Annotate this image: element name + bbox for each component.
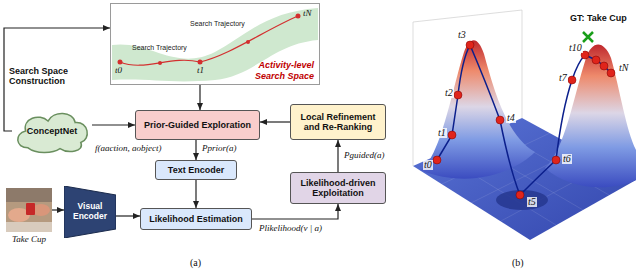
gt-mark xyxy=(583,32,593,42)
process-box: Prior-Guided Exploration xyxy=(135,110,260,140)
time-step: t5 xyxy=(527,197,537,207)
subfigure-label: (a) xyxy=(190,258,201,268)
trajectory-point xyxy=(296,14,301,19)
time-step: t0 xyxy=(423,160,433,170)
plot-point xyxy=(600,62,608,70)
process-box: Likelihood Estimation xyxy=(140,208,252,230)
plot-trajectory xyxy=(437,45,611,195)
process-box: Local Refinement and Re-Ranking xyxy=(290,104,386,140)
time-step: t10 xyxy=(568,43,583,53)
flow-arrow xyxy=(337,140,338,172)
plot-point xyxy=(568,76,576,84)
time-step: t1 xyxy=(437,128,447,138)
photo-cup xyxy=(26,203,35,215)
trajectory-point xyxy=(118,60,123,65)
time-step: t4 xyxy=(506,113,516,123)
plot-point xyxy=(607,69,615,77)
annotation: Search Trajectory xyxy=(190,20,245,27)
flow-arrow xyxy=(92,124,135,125)
box-label: Likelihood-driven Exploitation xyxy=(294,178,382,199)
box-label: Prior-Guided Exploration xyxy=(144,120,251,130)
edge-label: Pprior(a) xyxy=(201,143,238,153)
trajectory-point xyxy=(158,61,162,65)
flow-arrow xyxy=(195,180,196,208)
edge-label: Plikelihood(v | a) xyxy=(258,223,323,233)
box-label: Visual Encoder xyxy=(67,202,113,222)
edge-label: Search Space Construction xyxy=(8,66,82,87)
encoder-trapezoid: Visual Encoder xyxy=(64,186,116,238)
plot-point xyxy=(448,131,456,139)
cloud-shape xyxy=(18,113,87,152)
connector-group xyxy=(4,28,338,219)
plot-point xyxy=(592,56,600,64)
image-caption: Take Cup xyxy=(0,234,69,244)
flow-arrow xyxy=(252,204,338,219)
plot-point xyxy=(466,41,474,49)
time-step: t2 xyxy=(444,88,454,98)
plot-point xyxy=(496,116,504,124)
photo-ground xyxy=(6,188,52,232)
time-step: tN xyxy=(303,9,312,18)
time-step: t7 xyxy=(558,73,568,83)
photo-wall xyxy=(6,188,52,202)
trajectory-point xyxy=(246,40,250,44)
ground-truth-label: GT: Take Cup xyxy=(570,14,627,23)
box-label: Likelihood Estimation xyxy=(149,214,243,224)
plot-points xyxy=(433,41,615,199)
cloud-label: ConceptNet xyxy=(27,126,78,136)
photo-table xyxy=(6,222,52,232)
search-band xyxy=(112,8,318,81)
knowledge-cloud: ConceptNet xyxy=(12,108,92,154)
plot-point xyxy=(516,191,524,199)
encoder-box: Text Encoder xyxy=(155,160,237,180)
flow-arrow xyxy=(195,140,196,160)
plot-point xyxy=(454,91,462,99)
edge-label: f(aaction, aobject) xyxy=(94,143,162,153)
search-trajectory xyxy=(120,16,298,65)
time-step: tN xyxy=(618,63,629,73)
trapezoid-shape xyxy=(64,186,116,238)
annotation: Search Trajectory xyxy=(132,44,187,51)
plot-point xyxy=(552,156,560,164)
flow-arrow xyxy=(260,121,290,122)
time-step: t3 xyxy=(457,30,467,40)
plot-valley xyxy=(496,190,548,210)
flow-arrow xyxy=(199,85,200,110)
process-box: Likelihood-driven Exploitation xyxy=(290,172,386,204)
plot-peak xyxy=(545,45,636,188)
edge-label: Pguided(a) xyxy=(343,150,386,160)
flow-arrow xyxy=(116,215,140,216)
time-step: t1 xyxy=(197,66,204,75)
subfigure-label: (b) xyxy=(512,258,524,268)
box-label: Text Encoder xyxy=(168,165,224,175)
flow-arrow xyxy=(52,209,64,210)
input-image: Take Cup xyxy=(6,188,52,232)
time-step: t0 xyxy=(115,66,122,75)
box-label: Local Refinement and Re-Ranking xyxy=(294,112,382,133)
region-title: Activity-level Search Space xyxy=(234,60,314,81)
time-step: t6 xyxy=(562,154,572,164)
trajectory-point xyxy=(198,60,203,65)
plot-point xyxy=(433,156,441,164)
